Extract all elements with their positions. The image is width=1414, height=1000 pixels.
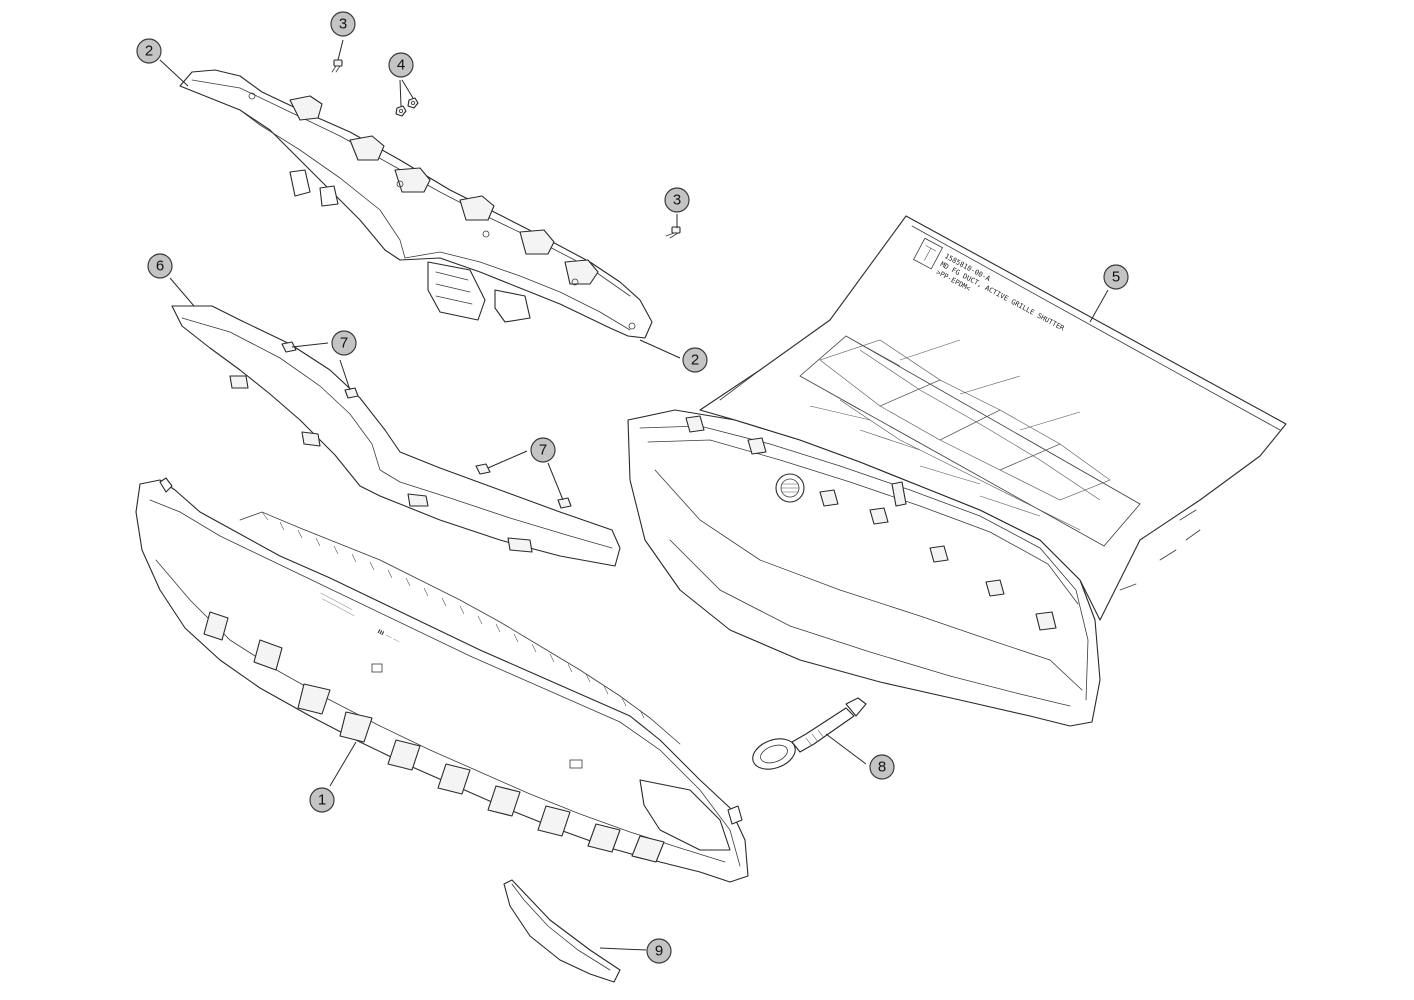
shutter-grid (799, 335, 1141, 547)
callout-2-lower: 2 (682, 347, 708, 373)
screw-part-right (665, 226, 681, 239)
leader-lines (159, 39, 1109, 951)
callout-7-lower: 7 (530, 437, 556, 463)
callout-4: 4 (388, 52, 414, 78)
callout-3-upper: 3 (330, 11, 356, 37)
nut-part (395, 97, 419, 117)
upper-trim-part (171, 305, 621, 567)
clip-parts (281, 341, 572, 509)
svg-text:5: 5 (1112, 269, 1120, 286)
screw-part-upper (331, 59, 343, 73)
callout-1: 1 (309, 787, 335, 813)
svg-text:2: 2 (145, 43, 153, 60)
callout-7-upper: 7 (331, 330, 357, 356)
air-duct-part: 1585810-00-A MD FG DUCT, ACTIVE GRILLE S… (627, 215, 1287, 727)
svg-text:1: 1 (318, 792, 326, 809)
tow-cover-part (503, 879, 621, 983)
callout-5: 5 (1103, 264, 1129, 290)
tow-eye-part (752, 697, 867, 770)
upper-bracket-part (179, 69, 653, 339)
svg-text:9: 9 (655, 943, 663, 960)
callout-3-right: 3 (664, 187, 690, 213)
callout-6: 6 (147, 253, 173, 279)
svg-text:8: 8 (878, 759, 886, 776)
svg-text:3: 3 (673, 192, 681, 209)
svg-text:6: 6 (156, 258, 164, 275)
callout-8: 8 (869, 754, 895, 780)
svg-text:7: 7 (539, 442, 547, 459)
svg-text:2: 2 (691, 352, 699, 369)
svg-text:7: 7 (340, 335, 348, 352)
svg-text:3: 3 (339, 16, 347, 33)
callout-9: 9 (646, 938, 672, 964)
callout-2-upper: 2 (136, 38, 162, 64)
svg-text:4: 4 (397, 57, 405, 74)
lower-grille-part: ───────────────── ───────────────── ▌▌▌ … (135, 477, 749, 883)
